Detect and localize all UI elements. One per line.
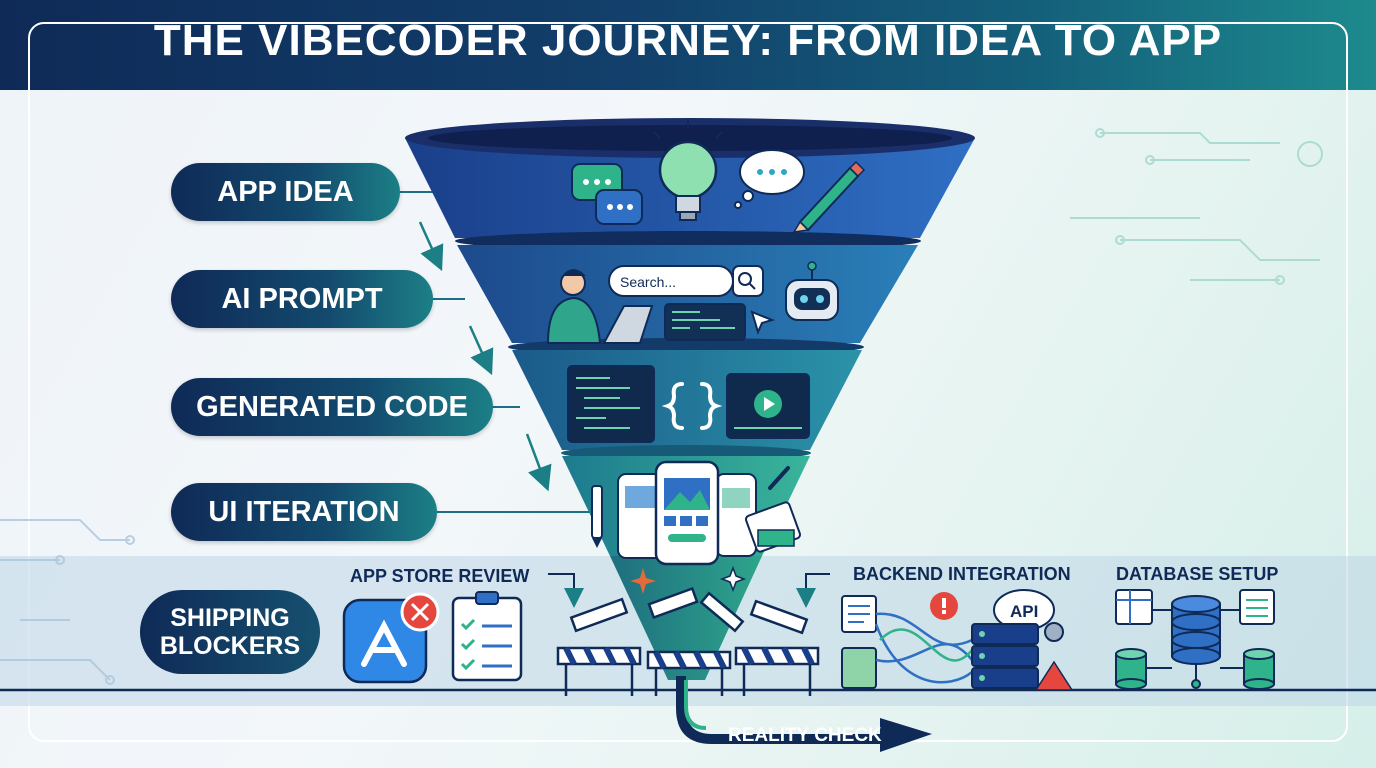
stage-pill-ai-prompt: AI PROMPT <box>171 270 433 328</box>
curly-braces-icon <box>661 382 723 430</box>
page-title: THE VIBECODER JOURNEY: FROM IDEA TO APP <box>153 16 1223 65</box>
search-placeholder: Search... <box>620 274 676 290</box>
stylus-icon <box>591 485 603 548</box>
stage-pill-generated-code: GENERATED CODE <box>171 378 493 436</box>
code-window-small <box>664 303 746 341</box>
backend-integration-icons: API <box>841 589 1074 691</box>
stylus-small-icon <box>768 466 790 490</box>
sparkle-icon-2 <box>719 565 747 593</box>
flow-arrows <box>418 221 552 492</box>
rejected-icon <box>400 592 440 632</box>
code-editor-icon <box>567 365 655 443</box>
stage-label: APP IDEA <box>217 175 354 208</box>
barricade-left <box>556 597 642 696</box>
funnel-spout <box>610 556 762 680</box>
database-right-icon <box>1243 648 1275 690</box>
cursor-icon <box>750 310 776 335</box>
blockers-line-2: BLOCKERS <box>159 632 301 660</box>
video-player-icon <box>726 373 810 439</box>
database-setup-label: DATABASE SETUP <box>1116 564 1279 584</box>
database-setup-icons <box>1115 589 1275 690</box>
file-icon <box>841 647 877 689</box>
sparkle-icon <box>630 568 656 594</box>
stage-label: UI ITERATION <box>208 495 400 528</box>
person-at-laptop-icon <box>546 269 654 344</box>
circuit-decoration-right <box>1070 128 1323 285</box>
barricade-right <box>734 599 820 696</box>
stage-pill-app-idea: APP IDEA <box>171 163 400 221</box>
pencil-icon <box>792 160 866 233</box>
app-store-review-label: APP STORE REVIEW <box>350 566 530 586</box>
frame-border <box>28 22 1348 742</box>
alert-triangle-icon <box>1034 660 1074 691</box>
database-main-icon <box>1171 595 1221 665</box>
search-bar: Search... <box>608 265 764 297</box>
barricades <box>556 586 820 696</box>
database-left-icon <box>1115 648 1147 690</box>
lightbulb-icon <box>653 120 723 221</box>
stage-pill-ui-iteration: UI ITERATION <box>171 483 437 541</box>
reality-check-arrow: REALITY CHECK <box>676 676 932 752</box>
reality-check-label: REALITY CHECK <box>728 725 882 746</box>
mobile-mockups-icon <box>617 460 757 566</box>
thought-bubble-icon <box>734 149 805 209</box>
blockers-line-1: SHIPPING <box>170 604 290 632</box>
api-label: API <box>1010 602 1038 621</box>
header-banner <box>0 0 1376 90</box>
circuit-decoration-left <box>0 519 135 685</box>
backend-arrow <box>796 573 830 608</box>
stage-label: AI PROMPT <box>221 282 383 315</box>
color-palette-icon <box>745 501 801 553</box>
backend-integration-label: BACKEND INTEGRATION <box>853 564 1071 584</box>
stage-label: GENERATED CODE <box>196 390 468 423</box>
gear-icon <box>1044 622 1064 642</box>
search-icon <box>738 272 752 286</box>
tangled-wires <box>874 612 973 684</box>
table-icon <box>1115 589 1153 625</box>
shipping-blockers-pill: SHIPPING BLOCKERS <box>140 590 320 674</box>
barricade-center <box>646 586 745 696</box>
app-store-arrow <box>548 573 584 608</box>
checklist-icon <box>451 591 523 682</box>
server-stack-icon <box>971 623 1039 689</box>
robot-icon <box>785 261 839 321</box>
chat-bubbles-icon <box>571 163 643 225</box>
